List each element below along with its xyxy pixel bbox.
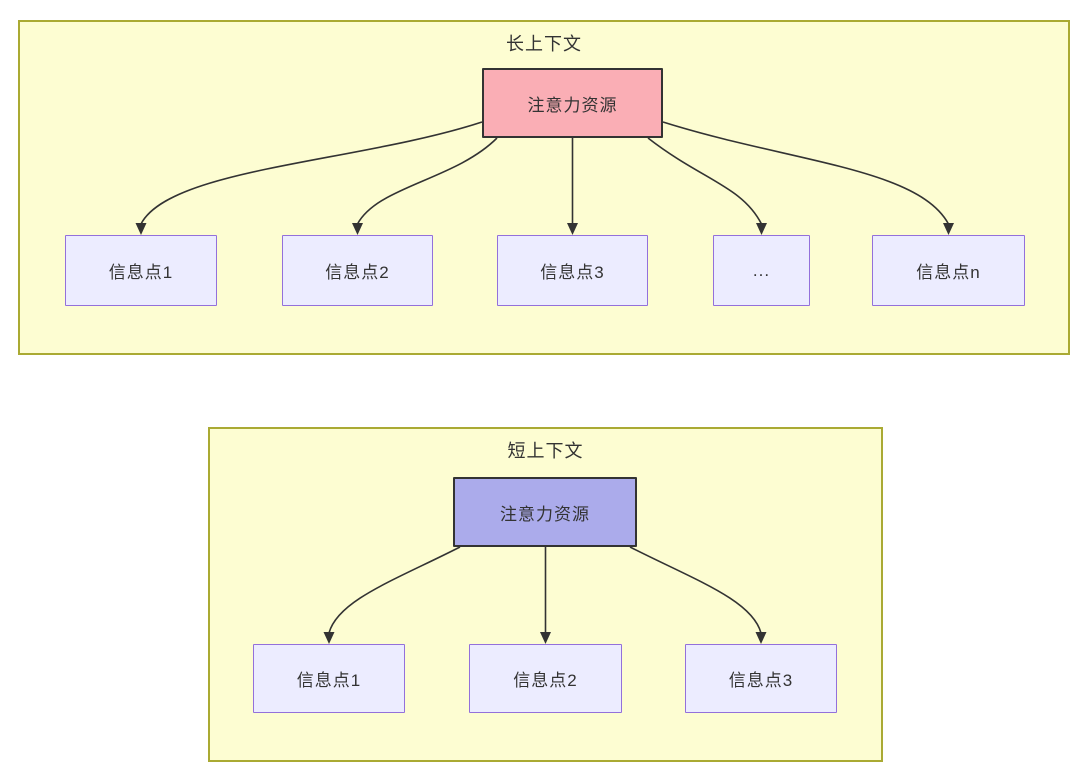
short-context-title: 短上下文 [507,441,584,461]
info-node-long-n: 信息点n [872,235,1025,306]
info-node-long-ellipsis: ... [713,235,810,306]
long-context-title: 长上下文 [506,34,582,54]
info-node-short-2: 信息点2 [469,644,622,713]
info-node-long-1: 信息点1 [65,235,217,306]
info-node-long-2: 信息点2 [282,235,433,306]
attention-source-node-long: 注意力资源 [482,68,663,138]
attention-source-node-short: 注意力资源 [453,477,637,547]
info-node-short-3: 信息点3 [685,644,837,713]
info-node-long-3: 信息点3 [497,235,648,306]
info-node-short-1: 信息点1 [253,644,405,713]
